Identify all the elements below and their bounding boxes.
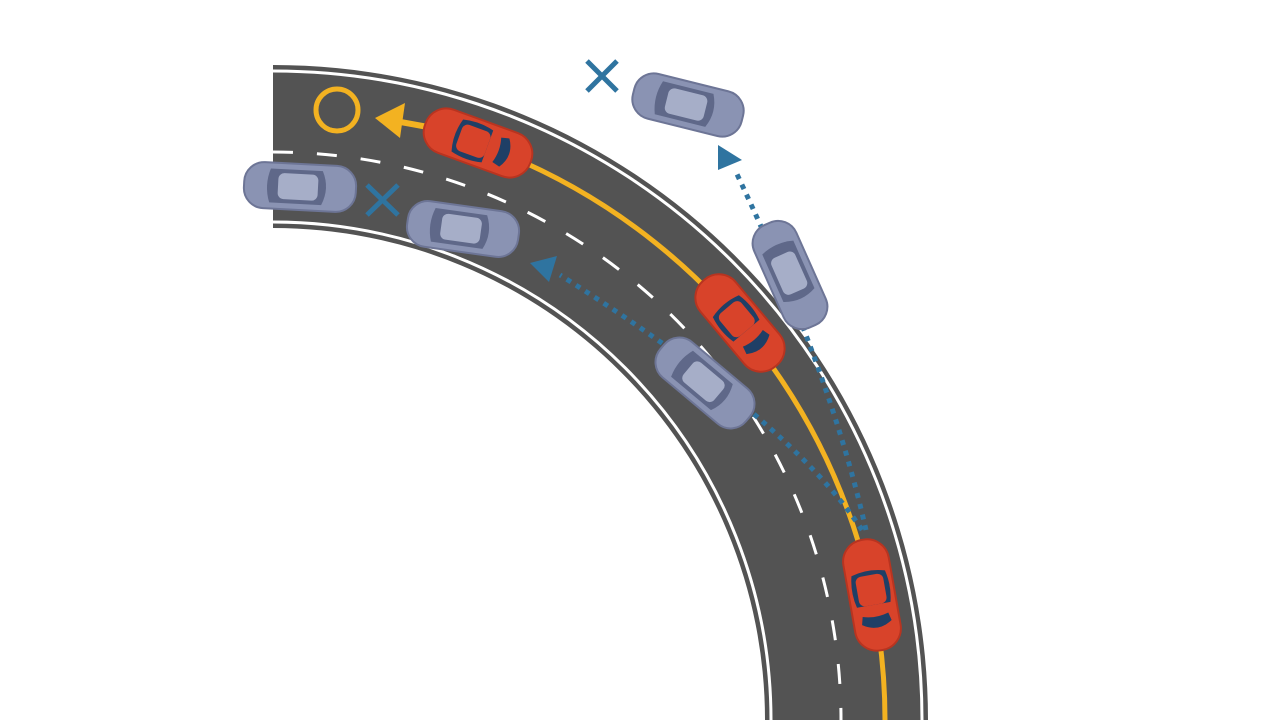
direction-arrow-icon xyxy=(718,145,742,170)
outer-edge-line xyxy=(272,69,924,720)
direction-arrow-icon xyxy=(375,103,405,138)
goal-circle-icon xyxy=(313,86,361,134)
other-car xyxy=(241,160,359,214)
road-surface xyxy=(273,65,928,720)
inner-edge-line xyxy=(272,220,773,720)
lane-divider-dashed xyxy=(272,150,843,720)
other-car xyxy=(627,68,749,142)
direction-arrow-icon xyxy=(530,256,557,282)
forbidden-x-icon xyxy=(365,183,400,217)
forbidden-x-icon xyxy=(585,59,619,93)
blue-dotted-path-left xyxy=(558,272,865,532)
blue-dotted-path-up xyxy=(732,168,869,531)
